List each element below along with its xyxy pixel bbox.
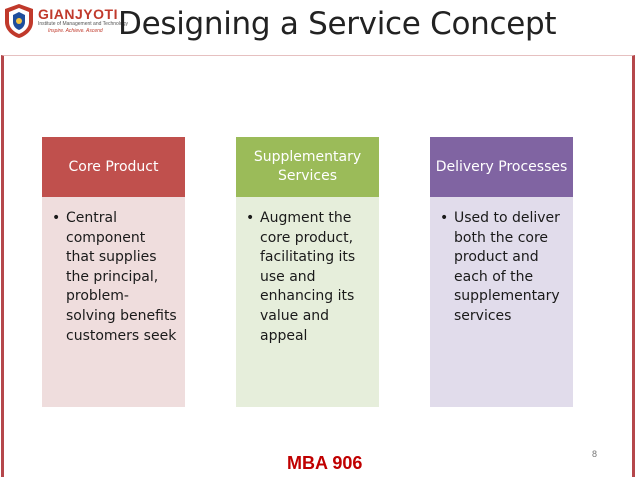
column-header-label: Delivery Processes: [435, 158, 568, 175]
bullet-dot-icon: •: [246, 210, 255, 226]
slide-frame: [1, 55, 635, 477]
column-body: • Augment the core product, facilitating…: [236, 197, 379, 407]
slide-title: Designing a Service Concept: [118, 6, 557, 42]
bullet-item: • Central component that supplies the pr…: [52, 209, 177, 346]
column-supplementary-services: Supplementary Services • Augment the cor…: [236, 137, 379, 407]
bullet-text: Augment the core product, facilitating i…: [260, 210, 356, 344]
logo-subtitle: Institute of Management and Technology: [38, 21, 128, 27]
bullet-text: Used to deliver both the core product an…: [454, 210, 560, 324]
shield-logo-icon: [5, 4, 33, 38]
column-body: • Used to deliver both the core product …: [430, 197, 573, 407]
logo: GIANJYOTI Institute of Management and Te…: [2, 2, 128, 42]
page-number: 8: [592, 449, 598, 459]
column-core-product: Core Product • Central component that su…: [42, 137, 185, 407]
bullet-text: Central component that supplies the prin…: [66, 210, 177, 344]
bullet-dot-icon: •: [52, 210, 61, 226]
column-delivery-processes: Delivery Processes • Used to deliver bot…: [430, 137, 573, 407]
column-header: Supplementary Services: [236, 137, 379, 197]
column-body: • Central component that supplies the pr…: [42, 197, 185, 407]
logo-tagline: Inspire. Achieve. Ascend: [48, 28, 103, 34]
column-header: Core Product: [42, 137, 185, 197]
bullet-dot-icon: •: [440, 210, 449, 226]
footer-label: MBA 906: [287, 453, 363, 473]
column-header-label: Core Product: [68, 158, 159, 175]
bullet-item: • Augment the core product, facilitating…: [246, 209, 371, 346]
column-header-label: Supplementary Services: [253, 149, 362, 184]
column-header: Delivery Processes: [430, 137, 573, 197]
bullet-item: • Used to deliver both the core product …: [440, 209, 565, 327]
logo-name: GIANJYOTI: [38, 6, 118, 22]
